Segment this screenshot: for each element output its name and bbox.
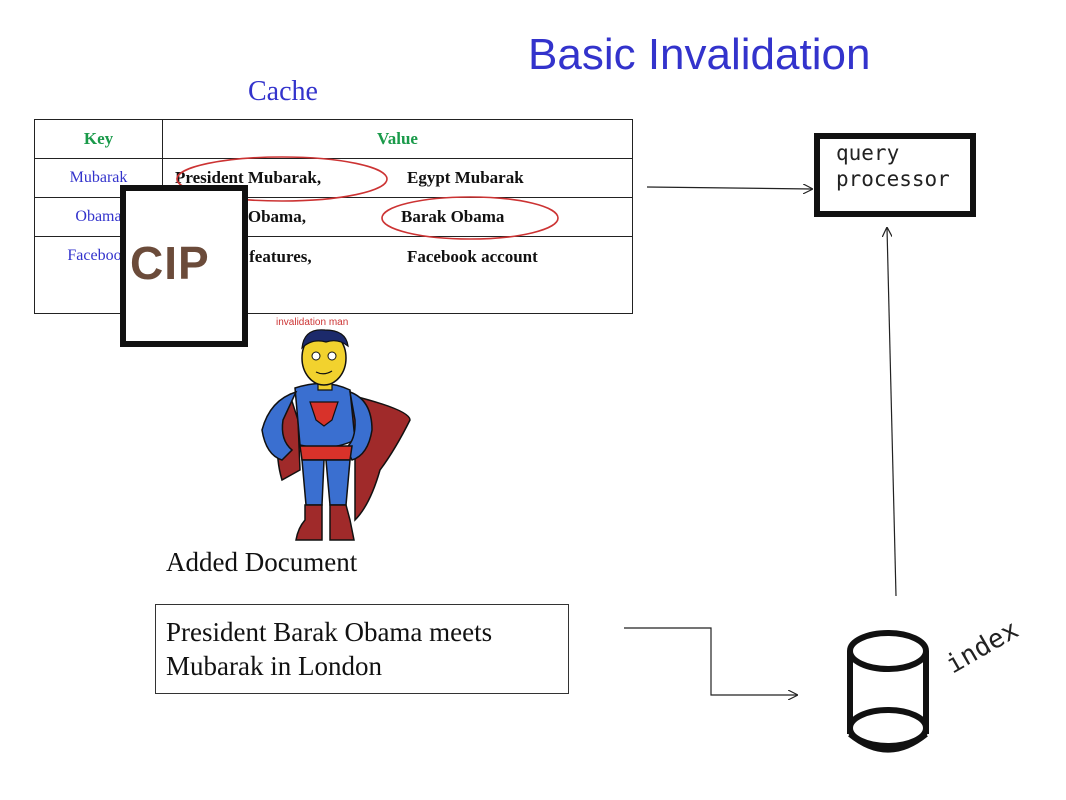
cache-key: Mubarak: [34, 158, 163, 198]
page-title: Basic Invalidation: [528, 30, 871, 79]
cache-label: Cache: [248, 76, 318, 107]
index-database-icon: [847, 630, 929, 753]
arrow-cache-to-query-processor: [646, 187, 812, 189]
cip-logo-text: CIP: [130, 237, 210, 289]
cache-value-2: Facebook account: [407, 247, 538, 266]
superhero-icon: [261, 329, 411, 541]
invalidation-man-label: invalidation man: [276, 317, 349, 328]
cache-value-2: Barak Obama: [401, 207, 505, 226]
added-document-box: President Barak Obama meets Mubarak in L…: [155, 604, 569, 694]
added-document-label: Added Document: [166, 547, 358, 577]
highlight-ellipse-obama: [381, 196, 559, 240]
key-header: Key: [34, 119, 163, 159]
query-processor-box: [814, 133, 976, 217]
cache-value-1: President Mubarak,: [175, 168, 322, 187]
highlight-ellipse-mubarak: [176, 156, 388, 202]
cache-value-2: Egypt Mubarak: [407, 168, 524, 187]
query-processor-line1: query: [836, 141, 900, 165]
added-document-line2: Mubarak in London: [166, 651, 382, 681]
query-processor-label: query processor: [836, 140, 950, 192]
cip-logo-frame: [120, 185, 248, 347]
query-processor-line2: processor: [836, 167, 950, 191]
arrow-document-to-index: [624, 627, 797, 695]
arrow-index-to-query-processor: [887, 228, 897, 597]
added-document-line1: President Barak Obama meets: [166, 617, 493, 647]
